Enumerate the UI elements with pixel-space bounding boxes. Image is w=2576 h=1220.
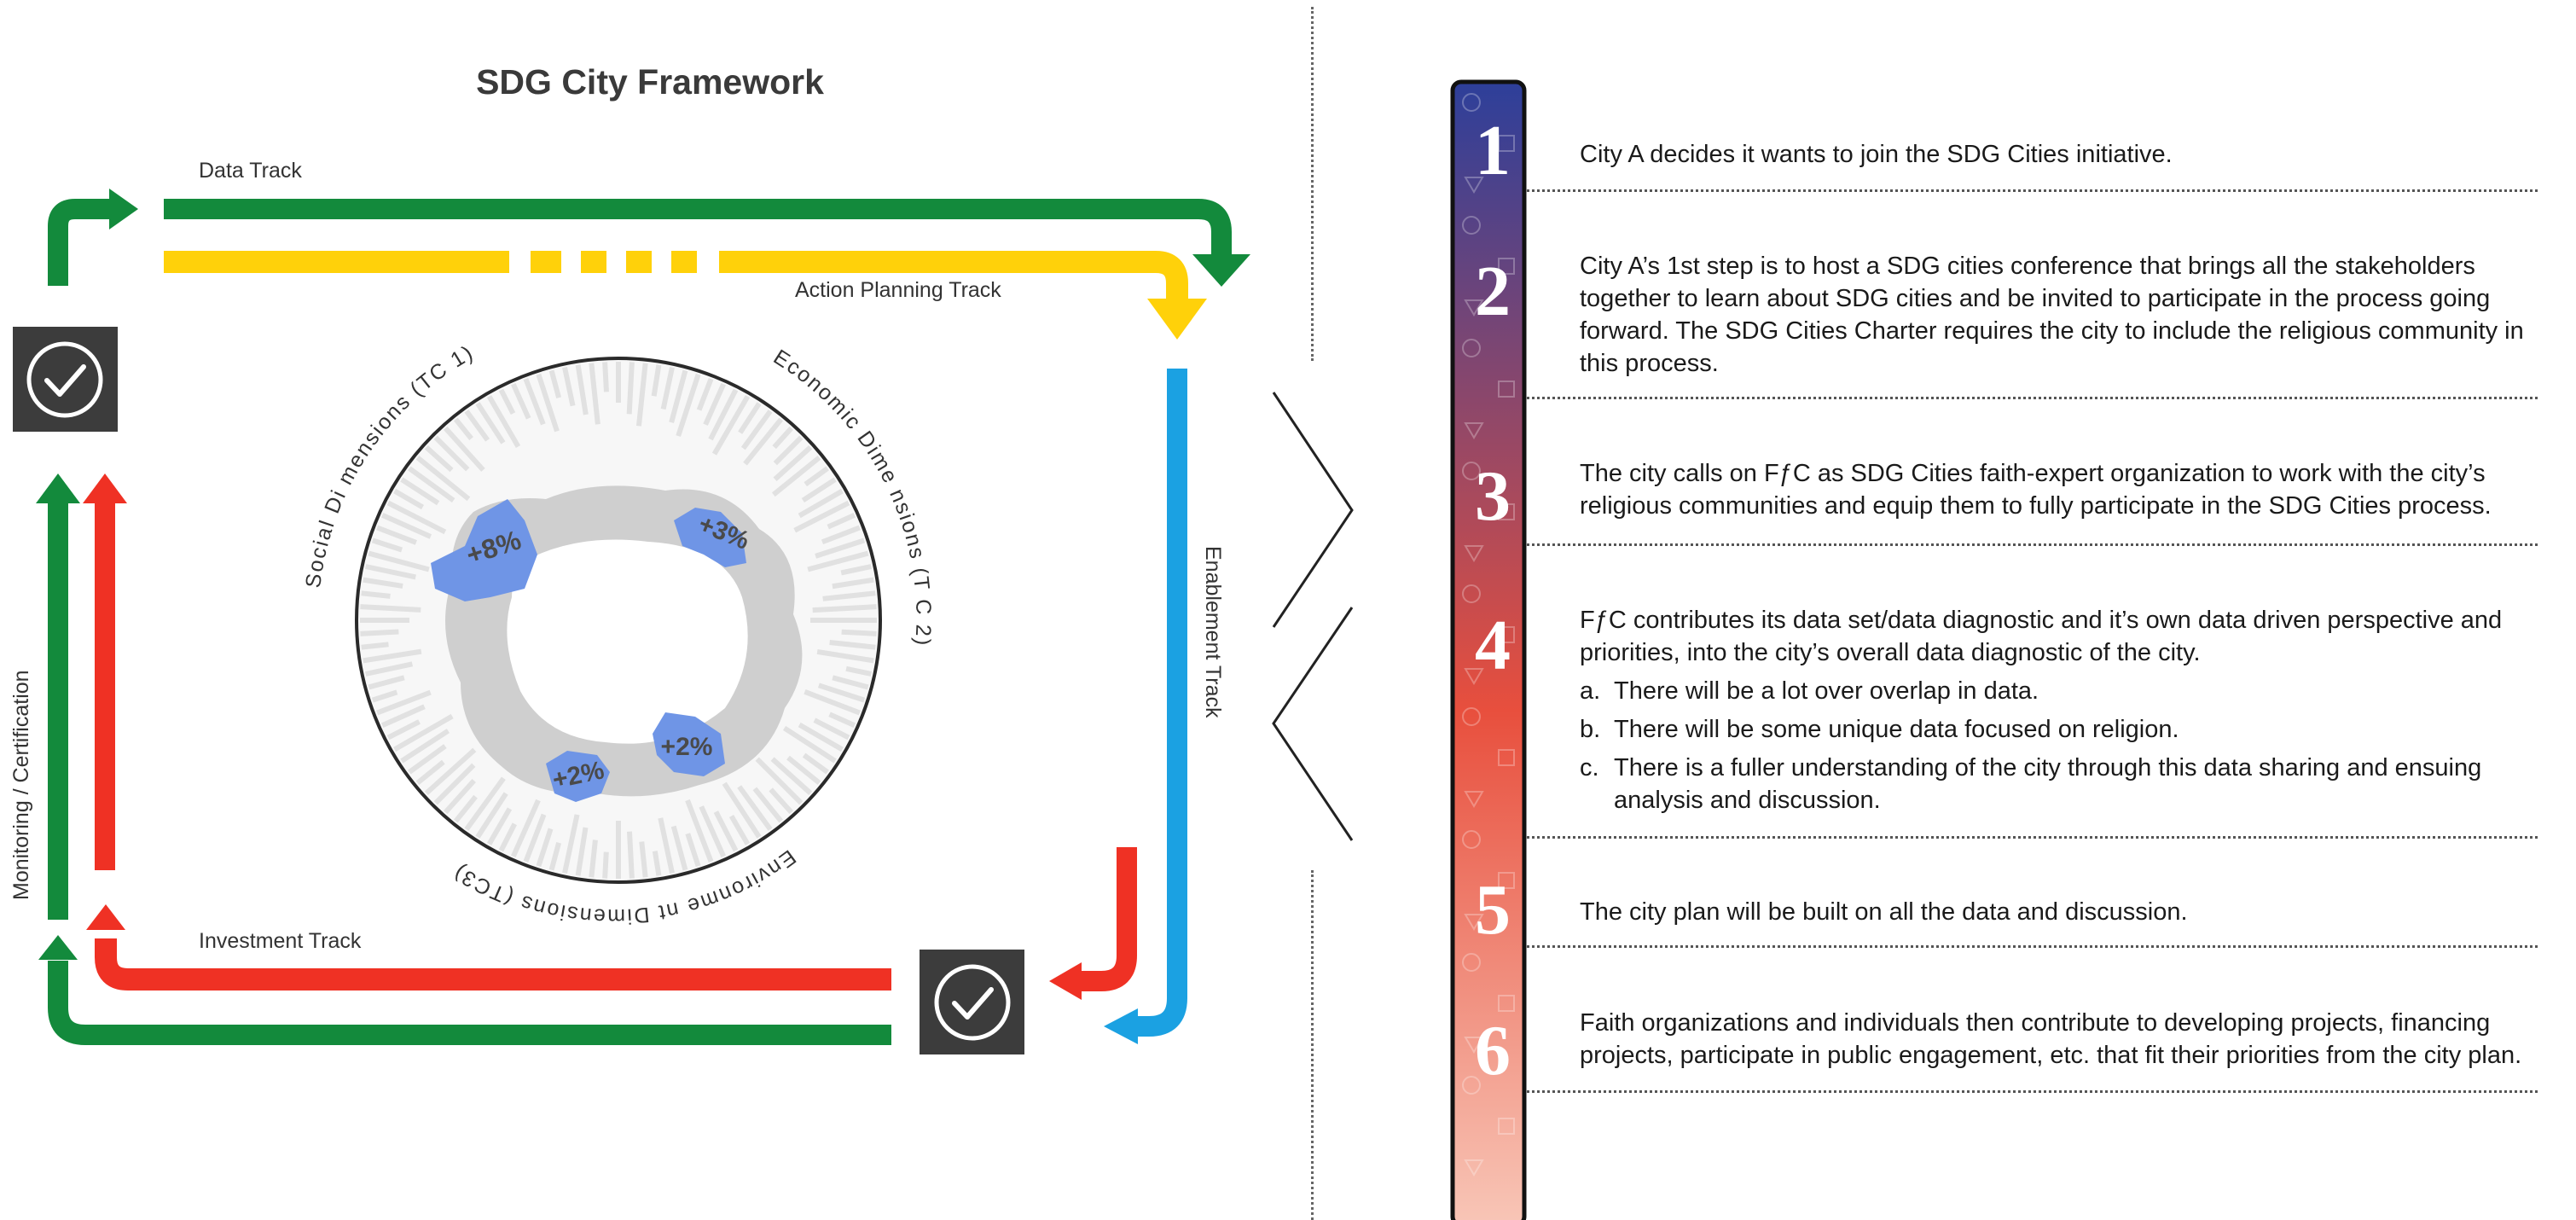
monitoring-return-arrow — [38, 935, 891, 1045]
step-divider — [1527, 945, 2538, 948]
step-divider — [1527, 1090, 2538, 1093]
investment-track-label: Investment Track — [199, 929, 362, 953]
step-5: The city plan will be built on all the d… — [1580, 896, 2544, 928]
gain-patch-economic — [674, 508, 746, 567]
step-1: City A decides it wants to join the SDG … — [1580, 138, 2544, 171]
enablement-track-label: Enablement Track — [1201, 546, 1225, 718]
step-divider — [1527, 189, 2538, 192]
step-divider — [1527, 543, 2538, 546]
step-number-2: 2 — [1475, 252, 1511, 331]
check-circle-icon — [934, 964, 1011, 1041]
list-item: b. There will be some unique data focused… — [1580, 713, 2544, 746]
enablement-track-arrow — [1104, 369, 1187, 1044]
step-3: The city calls on FƒC as SDG Cities fait… — [1580, 457, 2544, 522]
step-number-3: 3 — [1475, 456, 1511, 536]
gain-patch-environment-left — [546, 751, 610, 802]
monitoring-track-arrows — [36, 473, 127, 920]
step-text: The city calls on FƒC as SDG Cities fait… — [1580, 460, 2492, 520]
list-item-text: There is a fuller understanding of the c… — [1614, 754, 2482, 814]
step-gradient-bar — [1450, 79, 1527, 1220]
data-track-label: Data Track — [199, 159, 302, 183]
monitoring-track-label: Monitoring / Certification — [9, 670, 33, 900]
list-item: a. There will be a lot over overlap in da… — [1580, 675, 2544, 707]
step-4-list: a. There will be a lot over overlap in da… — [1580, 675, 2544, 816]
step-number-6: 6 — [1475, 1011, 1511, 1090]
step-text: City A’s 1st step is to host a SDG citie… — [1580, 253, 2524, 377]
gain-patch-social — [431, 499, 537, 601]
step-text: City A decides it wants to join the SDG … — [1580, 141, 2173, 168]
step-6: Faith organizations and individuals then… — [1580, 1007, 2544, 1072]
monitoring-start-arrow — [48, 189, 138, 286]
step-4: FƒC contributes its data set/data diagno… — [1580, 604, 2544, 822]
step-text: FƒC contributes its data set/data diagno… — [1580, 607, 2503, 666]
diagram-title: SDG City Framework — [476, 62, 824, 102]
chevron-connector — [1272, 392, 1354, 841]
vertical-divider-top — [1311, 7, 1314, 361]
step-number-4: 4 — [1475, 606, 1511, 685]
investment-track-arrow — [86, 904, 891, 991]
step-divider — [1527, 397, 2538, 399]
certification-badge — [920, 950, 1024, 1054]
dimensions-radial-chart: +8% +3% +2% +2% Social Di mensions (TC 1… — [301, 340, 934, 928]
list-item: c. There is a fuller understanding of the… — [1580, 752, 2544, 816]
gain-label-environment-right: +2% — [661, 733, 713, 761]
action-planning-track-arrow — [164, 251, 1207, 340]
step-divider — [1527, 836, 2538, 839]
list-item-text: There will be a lot over overlap in data… — [1614, 677, 2039, 705]
step-text: Faith organizations and individuals then… — [1580, 1009, 2522, 1069]
step-number-1: 1 — [1475, 111, 1511, 190]
list-item-text: There will be some unique data focused o… — [1614, 716, 2179, 743]
step-text: The city plan will be built on all the d… — [1580, 898, 2188, 926]
step-2: City A’s 1st step is to host a SDG citie… — [1580, 250, 2544, 380]
start-badge — [13, 327, 118, 432]
investment-entry-arrow — [1049, 847, 1137, 1000]
action-planning-track-label: Action Planning Track — [795, 278, 1001, 302]
gain-patch-environment-right — [653, 712, 725, 776]
step-number-5: 5 — [1475, 870, 1511, 950]
check-circle-icon — [26, 341, 103, 418]
list-marker: b. — [1580, 716, 1601, 743]
data-track-arrow — [164, 199, 1250, 287]
list-marker: c. — [1580, 754, 1599, 781]
list-marker: a. — [1580, 677, 1601, 705]
vertical-divider-bottom — [1311, 870, 1314, 1220]
